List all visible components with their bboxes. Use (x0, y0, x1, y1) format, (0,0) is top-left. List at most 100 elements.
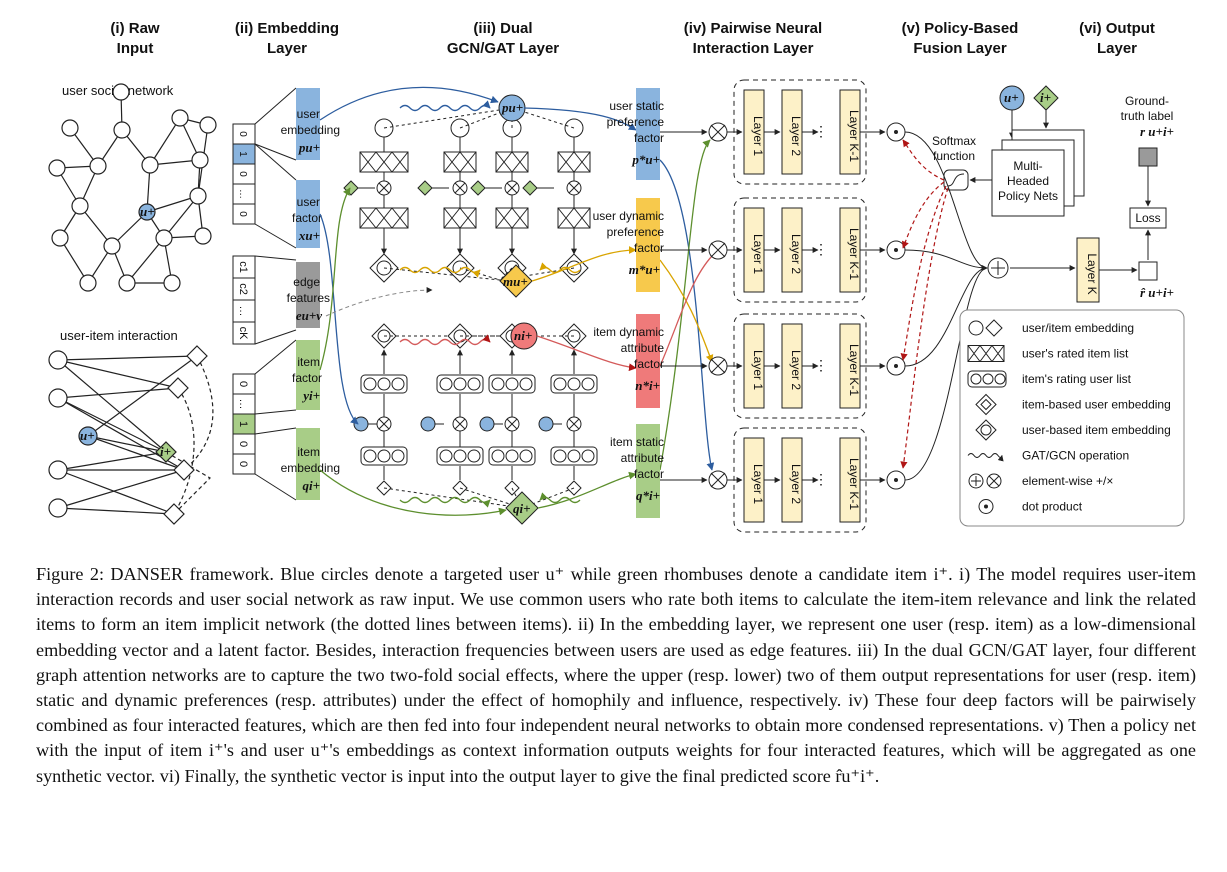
social-node (79, 274, 97, 292)
social-node (48, 159, 66, 177)
edge-onehot-vector: c1 c2 … cK (232, 255, 256, 345)
social-node (171, 109, 189, 127)
list-cell (443, 207, 461, 229)
interaction-edge (57, 359, 167, 453)
social-node (155, 229, 173, 247)
user-node (420, 416, 436, 432)
list-cell (573, 151, 591, 173)
item-implicit-links (165, 355, 214, 515)
social-node (141, 156, 159, 174)
social-node (191, 151, 209, 169)
rated-item-list (495, 151, 529, 173)
legend-label: user/item embedding (1022, 321, 1134, 335)
legend-label: item's rating user list (1022, 372, 1132, 386)
factor-symbol: p*u+ (631, 152, 660, 167)
item-node (186, 345, 208, 367)
legend-box (959, 309, 1185, 527)
gcn-dashed-link (383, 107, 513, 129)
list-cell (459, 151, 477, 173)
column-headers: (i) Raw Input (ii) Embedding Layer (iii)… (110, 20, 1155, 57)
interaction-edge (57, 387, 179, 399)
interaction-edge (57, 397, 167, 453)
legend-label: dot product (1022, 500, 1083, 514)
user-node (479, 416, 495, 432)
dot-mark (894, 130, 898, 134)
social-node (163, 274, 181, 292)
list-cell (495, 151, 513, 173)
user-node (538, 416, 554, 432)
target-user-symbol: u+ (140, 204, 155, 219)
list-cell (519, 377, 533, 391)
times-mark (378, 182, 390, 194)
legend-label: GAT/GCN operation (1022, 449, 1129, 463)
gcn-dashed-link (499, 267, 513, 281)
header-embedding-1: (ii) Embedding (235, 20, 339, 37)
layer-ellipsis: ⋮ (814, 471, 828, 487)
interaction-edge (87, 435, 185, 471)
legend-inner-icon (980, 398, 992, 411)
social-network-graph: u+ (48, 83, 217, 292)
list-cell (505, 377, 519, 391)
layer-label: Layer 2 (789, 234, 803, 274)
user-node (48, 498, 68, 518)
layer-label: Layer 1 (751, 234, 765, 274)
times-mark (568, 418, 580, 430)
target-user-symbol: u+ (80, 428, 95, 443)
list-cell (511, 151, 529, 173)
factor-bar (636, 88, 660, 180)
item-factor-bar (296, 340, 320, 410)
user-factor-bar (296, 180, 320, 248)
social-node (113, 121, 131, 139)
ground-truth-symbol: r u+i+ (1140, 124, 1174, 139)
static-item-node (505, 491, 539, 525)
n-node-symbol: ni+ (514, 328, 532, 343)
factor-label: factor (634, 131, 664, 145)
header-gcn-2: GCN/GAT Layer (447, 40, 559, 57)
item-node (470, 180, 486, 196)
factor-bar (636, 424, 660, 518)
item-onehot-vector: 0 … 1 0 0 (232, 373, 256, 475)
layer-label: Layer K-1 (847, 228, 861, 280)
ground-truth-box (1138, 147, 1158, 167)
header-output-2: Layer (1097, 40, 1137, 57)
fusion-line (904, 265, 988, 481)
onehot-cell: 0 (237, 381, 249, 387)
item-factor-label: item (297, 355, 320, 369)
list-cell (377, 449, 391, 463)
user-factor-label: factor (292, 211, 322, 225)
header-policy-1: (v) Policy-Based (902, 20, 1019, 37)
list-cell (377, 377, 391, 391)
factor-label: item dynamic (593, 325, 664, 339)
rated-item-list (495, 207, 529, 229)
interaction-edge (57, 469, 175, 515)
factor-bar (636, 314, 660, 408)
times-mark (378, 418, 390, 430)
user-factor-symbol: xu+ (298, 228, 320, 243)
policy-user-symbol: u+ (1004, 90, 1019, 105)
edge-cell: … (237, 306, 249, 317)
onehot-cell: 0 (237, 131, 248, 137)
legend-diamond-icon (985, 319, 1003, 337)
q-node-symbol: qi+ (513, 501, 531, 516)
social-edge (163, 195, 199, 239)
danser-framework-diagram: (i) Raw Input (ii) Embedding Layer (iii)… (48, 20, 1185, 533)
policy-item-symbol: i+ (1040, 90, 1051, 105)
onehot-cell: … (237, 189, 248, 199)
rated-item-list (443, 151, 477, 173)
times-mark (710, 358, 726, 374)
social-node (103, 237, 121, 255)
list-cell (581, 377, 595, 391)
social-edge (149, 117, 181, 166)
layer-label: Layer 1 (751, 350, 765, 390)
factor-label: user dynamic (593, 209, 664, 223)
header-raw-input-1: (i) Raw (110, 20, 160, 37)
social-node (61, 119, 79, 137)
legend-cell (994, 373, 1006, 385)
layer-ellipsis: ⋮ (814, 357, 828, 373)
output-layer: Ground- truth label r u+i+ Loss r̂ u+i+ … (1010, 94, 1174, 303)
list-cell (391, 207, 409, 229)
social-edge (126, 237, 165, 284)
edge-features-label: edge (293, 275, 320, 289)
legend-times-mark (988, 475, 1000, 487)
